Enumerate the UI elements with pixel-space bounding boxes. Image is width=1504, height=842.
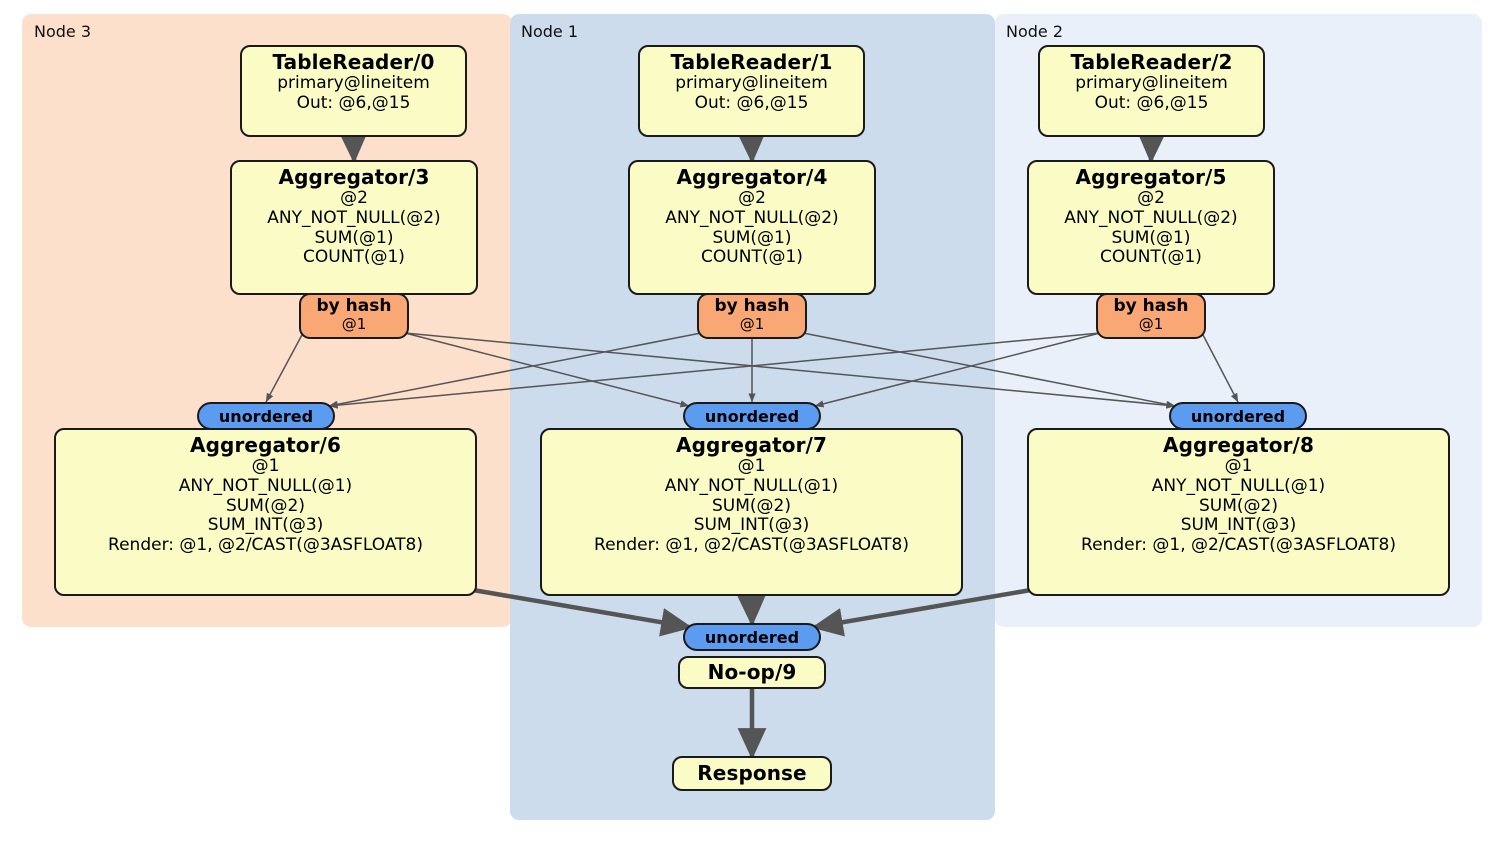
processor-detail-line: SUM(@1) xyxy=(1111,227,1191,248)
processor-detail-line: ANY_NOT_NULL(@1) xyxy=(664,475,839,496)
processor-title: Aggregator/5 xyxy=(1075,165,1227,189)
processor-detail-line: Render: @1, @2/CAST(@3ASFLOAT8) xyxy=(108,535,423,556)
processor-detail-line: ANY_NOT_NULL(@2) xyxy=(267,207,441,228)
processor-detail-line: @2 xyxy=(340,188,368,209)
processor-detail-line: primary@lineitem xyxy=(1075,73,1228,94)
processor-detail-line: @1 xyxy=(1224,456,1253,477)
node-panel-label-node3: Node 3 xyxy=(34,22,92,41)
hash-router-column: @1 xyxy=(1138,314,1164,333)
processor-detail-line: Render: @1, @2/CAST(@3ASFLOAT8) xyxy=(594,535,909,556)
edge-aggregator7-to-unordered-final xyxy=(737,594,766,627)
processor-title: Aggregator/3 xyxy=(278,165,430,189)
processor-detail-line: SUM(@2) xyxy=(1199,495,1278,516)
hash-router-column: @1 xyxy=(739,314,765,333)
processor-title: TableReader/0 xyxy=(272,50,435,74)
processor-detail-line: SUM_INT(@3) xyxy=(1180,515,1297,536)
hash-router-column: @1 xyxy=(341,314,367,333)
processor-title: No-op/9 xyxy=(707,659,797,684)
edge-byhash4-to-unordered-right xyxy=(802,332,1176,408)
processor-detail-line: primary@lineitem xyxy=(675,73,828,94)
synchronizer-unordered-right[interactable]: unordered xyxy=(1169,402,1307,430)
hash-router-byhash5[interactable]: by hash@1 xyxy=(1096,293,1206,339)
edge-aggregator8-to-unordered-final xyxy=(811,587,1032,637)
processor-detail-line: COUNT(@1) xyxy=(701,247,803,268)
processor-detail-line: SUM_INT(@3) xyxy=(693,515,810,536)
processor-detail-line: SUM_INT(@3) xyxy=(207,515,324,536)
processor-detail-line: COUNT(@1) xyxy=(303,247,405,268)
edge-byhash3-to-unordered-right xyxy=(404,332,1176,409)
synchronizer-unordered-left[interactable]: unordered xyxy=(197,402,335,430)
processor-detail-line: primary@lineitem xyxy=(277,73,430,94)
processor-detail-line: SUM(@1) xyxy=(314,227,394,248)
hash-router-byhash4[interactable]: by hash@1 xyxy=(697,293,807,339)
processor-detail-line: @2 xyxy=(738,188,766,209)
node-panel-label-node1: Node 1 xyxy=(521,22,579,41)
processor-detail-line: SUM(@2) xyxy=(712,495,791,516)
processor-title: Aggregator/6 xyxy=(190,433,341,457)
processor-noop9[interactable]: No-op/9 xyxy=(678,656,826,689)
processor-detail-line: SUM(@1) xyxy=(712,227,792,248)
processor-detail-line: ANY_NOT_NULL(@2) xyxy=(1064,207,1238,228)
edge-tablereader0-to-aggregator3 xyxy=(338,131,368,164)
processor-detail-line: Out: @6,@15 xyxy=(694,92,809,113)
processor-detail-line: Render: @1, @2/CAST(@3ASFLOAT8) xyxy=(1081,535,1396,556)
edge-byhash3-to-unordered-mid xyxy=(404,332,690,408)
edge-aggregator6-to-unordered-final xyxy=(472,587,693,637)
processor-title: TableReader/2 xyxy=(1070,50,1233,74)
edge-byhash5-to-unordered-mid xyxy=(814,332,1101,408)
processor-detail-line: COUNT(@1) xyxy=(1100,247,1202,268)
processor-detail-line: Out: @6,@15 xyxy=(296,92,411,113)
hash-router-title: by hash xyxy=(714,296,790,316)
processor-detail-line: @1 xyxy=(251,456,280,477)
edge-byhash5-to-unordered-right xyxy=(1201,332,1239,403)
processor-title: Aggregator/7 xyxy=(676,433,827,457)
processor-detail-line: ANY_NOT_NULL(@2) xyxy=(665,207,839,228)
synchronizer-unordered-mid[interactable]: unordered xyxy=(683,402,821,430)
synchronizer-unordered-final[interactable]: unordered xyxy=(683,623,821,651)
processor-title: Aggregator/8 xyxy=(1163,433,1314,457)
processor-detail-line: @2 xyxy=(1137,188,1165,209)
processor-response[interactable]: Response xyxy=(672,756,832,791)
processor-title: Aggregator/4 xyxy=(676,165,828,189)
edge-byhash5-to-unordered-left xyxy=(328,332,1101,409)
edge-byhash3-to-unordered-left xyxy=(265,332,304,403)
processor-detail-line: Out: @6,@15 xyxy=(1094,92,1209,113)
hash-router-title: by hash xyxy=(1113,296,1189,316)
processor-detail-line: ANY_NOT_NULL(@1) xyxy=(178,475,353,496)
hash-router-title: by hash xyxy=(316,296,392,316)
node-panel-label-node2: Node 2 xyxy=(1006,22,1064,41)
processor-title: Response xyxy=(697,760,807,785)
processor-detail-line: SUM(@2) xyxy=(226,495,305,516)
edge-tablereader2-to-aggregator5 xyxy=(1137,131,1167,164)
hash-router-byhash3[interactable]: by hash@1 xyxy=(299,293,409,339)
processor-detail-line: @1 xyxy=(737,456,766,477)
processor-detail-line: ANY_NOT_NULL(@1) xyxy=(1151,475,1326,496)
processor-title: TableReader/1 xyxy=(670,50,833,74)
edge-byhash4-to-unordered-left xyxy=(328,332,702,408)
edge-tablereader1-to-aggregator4 xyxy=(736,131,766,164)
